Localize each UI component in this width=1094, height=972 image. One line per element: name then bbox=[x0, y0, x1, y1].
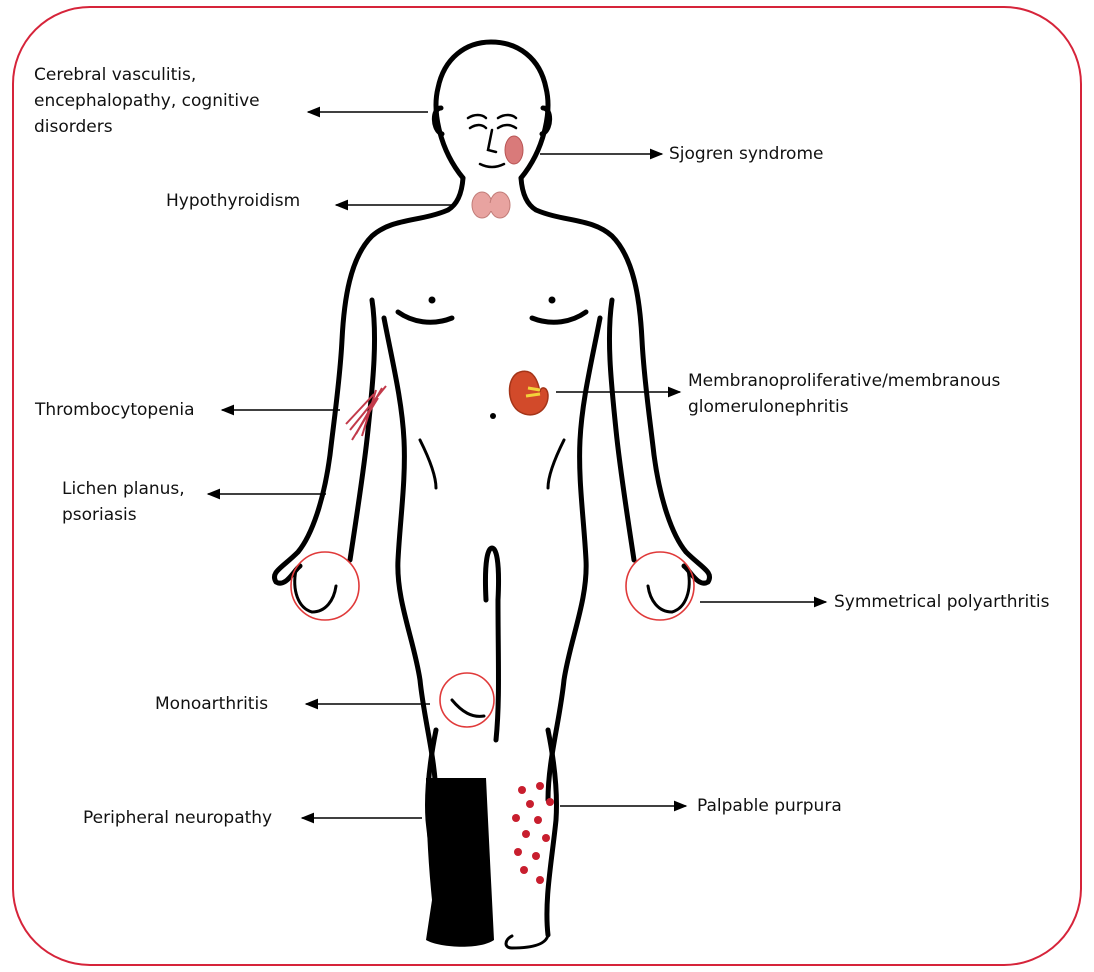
body-outline bbox=[274, 42, 709, 948]
left-hand bbox=[295, 570, 336, 612]
right-inner-arm bbox=[609, 300, 634, 560]
right-eye bbox=[498, 125, 516, 128]
label-glomerulonephritis: Membranoproliferative/membranous glomeru… bbox=[688, 368, 1000, 420]
label-neuropathy: Peripheral neuropathy bbox=[83, 805, 272, 831]
parotid-gland bbox=[505, 136, 523, 164]
kidney bbox=[510, 371, 549, 415]
knee-circle bbox=[440, 673, 494, 727]
label-lichen: Lichen planus, psoriasis bbox=[62, 476, 185, 528]
nose bbox=[488, 130, 496, 152]
label-purpura: Palpable purpura bbox=[697, 793, 842, 819]
left-elbow-fold bbox=[420, 440, 436, 488]
label-sjogren: Sjogren syndrome bbox=[669, 141, 823, 167]
chest-line-left bbox=[398, 312, 452, 322]
label-hypothyroidism: Hypothyroidism bbox=[166, 188, 300, 214]
thyroid-gland bbox=[472, 192, 510, 218]
neuropathy-stocking bbox=[426, 778, 494, 947]
right-elbow-fold bbox=[548, 440, 564, 488]
right-brow bbox=[498, 115, 516, 118]
label-polyarthritis: Symmetrical polyarthritis bbox=[834, 589, 1049, 615]
left-wrist-circle bbox=[291, 552, 359, 620]
left-inner-arm bbox=[350, 300, 375, 560]
arrows bbox=[208, 112, 826, 818]
left-brow bbox=[468, 115, 486, 118]
left-eye bbox=[470, 125, 486, 128]
left-side-outline bbox=[274, 178, 463, 583]
right-nipple bbox=[549, 297, 556, 304]
label-cerebral: Cerebral vasculitis, encephalopathy, cog… bbox=[34, 62, 260, 140]
right-torso bbox=[548, 318, 600, 800]
right-hand bbox=[648, 570, 689, 612]
left-nipple bbox=[429, 297, 436, 304]
right-lower-leg bbox=[547, 730, 557, 935]
mouth bbox=[480, 164, 504, 167]
right-foot bbox=[506, 935, 548, 948]
head-outline bbox=[436, 42, 548, 178]
left-torso bbox=[384, 318, 436, 800]
label-monoarthritis: Monoarthritis bbox=[155, 691, 268, 717]
chest-line-right bbox=[532, 312, 586, 322]
label-thrombocytopenia: Thrombocytopenia bbox=[35, 397, 195, 423]
right-side-outline bbox=[521, 178, 710, 583]
navel bbox=[490, 413, 496, 419]
knee-fold bbox=[452, 700, 484, 716]
